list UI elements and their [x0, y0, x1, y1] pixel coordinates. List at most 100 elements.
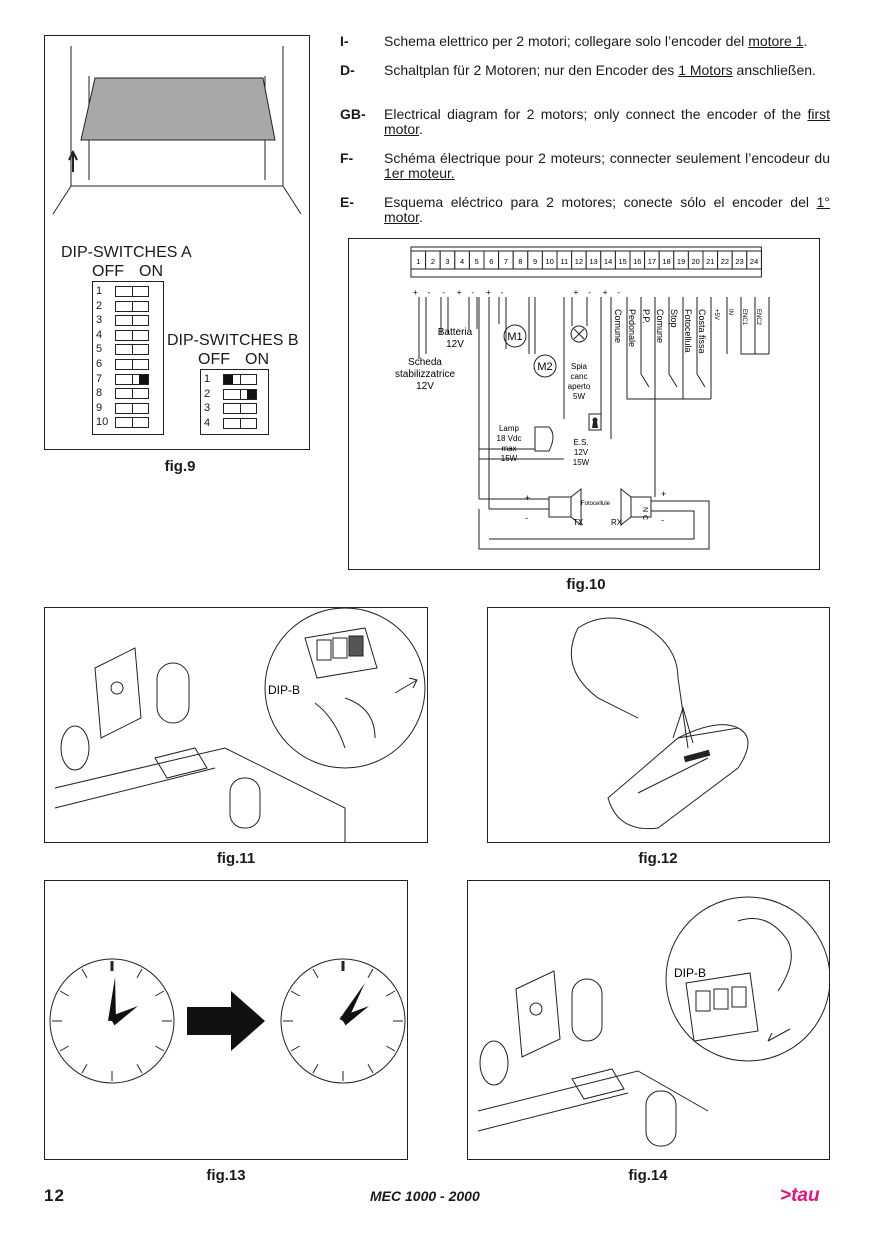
- dip-switch[interactable]: [115, 388, 149, 400]
- terminal-number: 17: [648, 257, 656, 266]
- fig13-caption: fig.13: [206, 1167, 246, 1184]
- terminal-number: 4: [460, 257, 464, 266]
- lamp-label: max: [501, 444, 516, 453]
- clock-hand: [339, 982, 365, 1023]
- terminal-number: 18: [662, 257, 670, 266]
- instruction-text: Schema elettrico per 2 motori; collegare…: [384, 33, 808, 49]
- dip-switch[interactable]: [223, 417, 257, 429]
- c-label: C: [641, 515, 648, 520]
- dip-switch-number: 7: [96, 372, 103, 385]
- dip-switch-number: 6: [96, 358, 103, 370]
- scheda-label: stabilizzatrice: [395, 369, 455, 380]
- instruction-text: Schaltplan für 2 Motoren; nur den Encode…: [384, 62, 816, 78]
- fig10-caption: fig.10: [566, 576, 606, 593]
- terminal-polarity: +: [413, 288, 418, 297]
- terminal-number: 22: [721, 257, 729, 266]
- fig12-frame: [487, 607, 830, 843]
- dip-switch[interactable]: [223, 388, 257, 400]
- dip-switch[interactable]: [115, 402, 149, 414]
- dip-switch[interactable]: [115, 286, 149, 297]
- es-label: E.S.: [573, 438, 588, 447]
- remote-control-illustration: [570, 617, 749, 830]
- dip-switch-number: 2: [204, 387, 211, 400]
- dip-switch-number: 5: [96, 343, 103, 356]
- dip-switch-number: 4: [96, 328, 103, 341]
- fig9-caption: fig.9: [164, 458, 196, 475]
- control-board-illustration-2: DIP-B: [477, 896, 829, 1147]
- input-label: P.P.: [641, 309, 651, 324]
- fotocellule-label: Fotocellule: [581, 501, 611, 507]
- fig14-frame: DIP-B: [467, 880, 830, 1160]
- tx-label: TX: [573, 518, 584, 527]
- terminal-number: 9: [533, 257, 537, 266]
- terminal-polarity: +: [603, 288, 608, 297]
- dip-switch-number: 10: [96, 416, 109, 429]
- terminal-number: 10: [546, 257, 554, 266]
- m2-label: M2: [537, 361, 552, 373]
- fig11-dip-label: DIP-B: [268, 683, 300, 697]
- terminal-number: 21: [706, 257, 714, 266]
- dip-switch[interactable]: [115, 300, 149, 312]
- minus-label: -: [661, 515, 664, 525]
- fig12-caption: fig.12: [638, 850, 678, 867]
- fig13-frame: [44, 880, 408, 1160]
- dip-switch[interactable]: [115, 315, 149, 327]
- batteria-label: 12V: [446, 339, 464, 350]
- instruction-text: Schéma électrique pour 2 moteurs; connec…: [384, 150, 830, 181]
- control-board-illustration: DIP-B: [54, 608, 426, 842]
- terminal-polarity: -: [617, 288, 620, 297]
- terminal-number: 7: [504, 257, 508, 266]
- terminal-polarity: -: [428, 288, 431, 297]
- dip-switch[interactable]: [115, 344, 149, 356]
- scheda-label: 12V: [416, 381, 434, 392]
- terminal: [746, 250, 762, 270]
- dip-switch[interactable]: [115, 417, 149, 429]
- dip-a-on-label: ON: [139, 263, 163, 280]
- dip-switch-number: 2: [96, 299, 103, 312]
- input-label: Pedonale: [627, 309, 637, 347]
- dip-switch[interactable]: [115, 359, 149, 370]
- fig11-frame: DIP-B: [44, 607, 428, 843]
- terminal-number: 2: [431, 257, 435, 266]
- input-label: Fotocellula: [683, 309, 693, 353]
- dip-switch-number: 8: [96, 387, 103, 400]
- clock-hand: [109, 1006, 138, 1026]
- terminal-polarity: -: [442, 288, 445, 297]
- terminal-number: 15: [619, 257, 627, 266]
- dip-switch-number: 3: [96, 314, 103, 327]
- terminal-number: 24: [750, 257, 758, 266]
- es-label: 15W: [573, 458, 590, 467]
- terminal-number: 20: [692, 257, 700, 266]
- dip-switch[interactable]: [223, 403, 257, 415]
- diagram-labels: Schedastabilizzatrice12VBatteria12VSpiac…: [395, 309, 761, 527]
- dip-switch[interactable]: [223, 374, 257, 385]
- language-code: I-: [340, 33, 349, 49]
- minus-label: -: [525, 513, 528, 523]
- dip-b-title: DIP-SWITCHES B: [167, 332, 299, 349]
- dip-switch[interactable]: [115, 373, 149, 385]
- n-label: N: [641, 507, 648, 512]
- gate-illustration: [52, 46, 302, 215]
- terminal-number: 3: [445, 257, 449, 266]
- terminal-polarity: +: [574, 288, 579, 297]
- terminal-number: 1: [416, 257, 420, 266]
- dip-switch-lever: [139, 374, 148, 384]
- terminal-number: 13: [589, 257, 597, 266]
- es-label: 12V: [574, 448, 589, 457]
- clock-hand: [108, 977, 116, 1022]
- terminal-number: 19: [677, 257, 685, 266]
- terminal-number: 8: [518, 257, 522, 266]
- terminal-number: 12: [575, 257, 583, 266]
- dip-switch[interactable]: [115, 329, 149, 341]
- terminal-number: 11: [560, 257, 568, 266]
- dip-switch-number: 1: [96, 285, 103, 297]
- terminal-number: 5: [475, 257, 479, 266]
- fig11-caption: fig.11: [216, 850, 256, 867]
- terminal-number: 16: [633, 257, 641, 266]
- spia-label: canc: [571, 372, 588, 381]
- encoder-label: IN: [727, 309, 733, 315]
- encoder-label: ENC1: [741, 309, 747, 326]
